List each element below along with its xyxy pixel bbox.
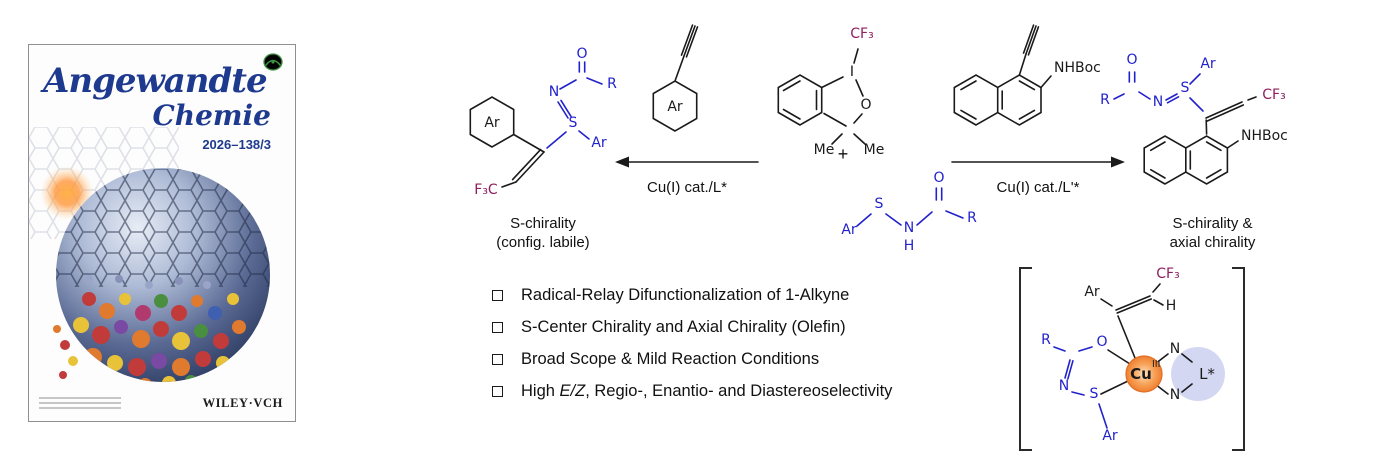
bullet-text: High E/Z, Regio-, Enantio- and Diastereo… <box>521 382 893 400</box>
right-product-sulfilimine-bonds <box>1113 71 1204 112</box>
left-reaction-arrow: Cu(I) cat./L* <box>612 152 762 196</box>
oxygen-atom: O <box>576 46 587 62</box>
r-group-label: R <box>967 210 977 226</box>
copper-atom: Cu <box>1130 365 1152 383</box>
ligand-highlight-circle <box>1171 347 1225 401</box>
methyl-left-label: Me <box>814 142 835 158</box>
left-product-sulfilimine-bonds <box>546 61 603 149</box>
right-alkyne-bonds <box>953 24 1052 126</box>
cf3-label: CF₃ <box>1156 266 1179 282</box>
r-group-label: R <box>1100 92 1110 108</box>
chiral-ligand-label: L* <box>1199 365 1215 383</box>
bullet-text: Radical-Relay Difunctionalization of 1-A… <box>521 286 850 304</box>
vinyl-hydrogen: H <box>1166 298 1177 314</box>
cf3-label: CF₃ <box>850 26 873 42</box>
bullet-text: Broad Scope & Mild Reaction Conditions <box>521 350 820 368</box>
copper-oxidation-state: III <box>1152 359 1160 370</box>
list-item: High E/Z, Regio-, Enantio- and Diastereo… <box>492 382 992 401</box>
right-arrow-icon <box>951 156 1125 168</box>
sulfur-atom: S <box>875 196 884 212</box>
left-arrow-conditions: Cu(I) cat./L* <box>646 179 728 196</box>
left-product-caption: S-chirality (config. labile) <box>458 214 628 252</box>
left-product-structure: Ar F₃C S N O R Ar <box>469 46 617 198</box>
copper-intermediate-structure: CF₃ Ar H Cu III N N L* R O N S Ar <box>1019 266 1245 451</box>
list-item: S-Center Chirality and Axial Chirality (… <box>492 318 992 337</box>
oxygen-atom: O <box>933 170 944 186</box>
highlights-list: Radical-Relay Difunctionalization of 1-A… <box>492 286 992 414</box>
publisher-logo: WILEY·VCH <box>202 396 283 410</box>
bullet-square-icon <box>492 354 503 365</box>
right-product-caption: S-chirality & axial chirality <box>1125 214 1300 252</box>
ligand-nitrogen-top: N <box>1170 341 1180 357</box>
right-reaction-arrow: Cu(I) cat./L'* <box>948 152 1128 196</box>
bullet-square-icon <box>492 290 503 301</box>
oxygen-atom: O <box>1096 334 1107 350</box>
bullet-square-icon <box>492 386 503 397</box>
list-item: Radical-Relay Difunctionalization of 1-A… <box>492 286 992 305</box>
italic-ez: E/Z <box>559 382 586 400</box>
cf3-label: CF₃ <box>1262 87 1285 103</box>
nh-hydrogen: H <box>904 238 915 254</box>
aryl-ring-label: Ar <box>667 99 683 115</box>
journal-cover: Angewandte Chemie 2026–138/3 <box>28 44 296 422</box>
right-product-skeleton-bonds <box>1143 96 1257 185</box>
nitrogen-atom: N <box>1059 378 1069 394</box>
left-caption-line1: S-chirality <box>510 215 576 232</box>
catalyst-black-bonds <box>1100 283 1193 395</box>
r-group-label: R <box>607 76 617 92</box>
right-caption-line1: S-chirality & <box>1172 215 1253 232</box>
right-alkyne-structure: NHBoc <box>953 24 1101 126</box>
ligand-nitrogen-bottom: N <box>1170 387 1180 403</box>
aryl-label: Ar <box>841 222 857 238</box>
bullet-text: S-Center Chirality and Axial Chirality (… <box>521 318 846 336</box>
oxygen-atom: O <box>1126 52 1137 68</box>
oxygen-atom: O <box>860 97 871 113</box>
plus-sign: + <box>837 144 849 164</box>
orange-glow <box>40 166 94 220</box>
nitrogen-atom: N <box>904 220 914 236</box>
sulfur-atom: S <box>569 115 578 131</box>
iodane-bonds <box>777 48 866 145</box>
left-caption-line2: (config. labile) <box>496 234 590 252</box>
r-group-label: R <box>1041 332 1051 348</box>
left-arrow-icon <box>615 156 759 168</box>
cover-artwork-sphere <box>29 127 270 382</box>
s-aryl-label: Ar <box>1200 56 1216 72</box>
s-aryl-label: Ar <box>591 135 607 151</box>
journal-title-line2: Chemie <box>152 99 271 132</box>
copper-highlight-circle <box>1125 355 1163 393</box>
right-caption-line2: axial chirality <box>1169 234 1256 252</box>
methyl-right-label: Me <box>864 142 885 158</box>
sulfenamide-bonds <box>856 187 964 227</box>
gdch-logo-icon <box>263 53 283 71</box>
cover-fineprint-lines <box>39 397 121 412</box>
sulfur-atom: S <box>1181 80 1190 96</box>
nitrogen-atom: N <box>549 84 559 100</box>
bullet-square-icon <box>492 322 503 333</box>
nhboc-label: NHBoc <box>1054 60 1101 76</box>
nitrogen-atom: N <box>1153 94 1163 110</box>
catalyst-chelate-bonds <box>1053 346 1108 429</box>
right-bracket <box>1232 267 1245 451</box>
s-aryl-label: Ar <box>1102 428 1118 444</box>
sulfenamide-reagent: Ar S N H O R <box>841 170 977 254</box>
journal-title-line1: Angewandte <box>43 61 268 101</box>
iodine-atom: I <box>850 64 854 80</box>
right-arrow-conditions: Cu(I) cat./L'* <box>996 179 1080 196</box>
aryl-ring-label: Ar <box>484 115 500 131</box>
f3c-label: F₃C <box>474 182 498 198</box>
nhboc-label: NHBoc <box>1241 128 1288 144</box>
list-item: Broad Scope & Mild Reaction Conditions <box>492 350 992 369</box>
vinyl-aryl-label: Ar <box>1084 284 1100 300</box>
sulfur-atom: S <box>1090 386 1099 402</box>
cf3-iodane-reagent: I CF₃ O Me Me <box>777 26 885 158</box>
left-alkyne-structure: Ar <box>652 24 699 132</box>
journal-issue: 2026–138/3 <box>202 137 271 152</box>
right-product-structure: O R N S Ar CF₃ NHBoc <box>1100 52 1288 185</box>
left-product-skeleton-bonds <box>469 96 545 188</box>
spill-dots <box>53 325 78 379</box>
left-bracket <box>1019 267 1032 451</box>
left-alkyne-bonds <box>652 24 699 132</box>
